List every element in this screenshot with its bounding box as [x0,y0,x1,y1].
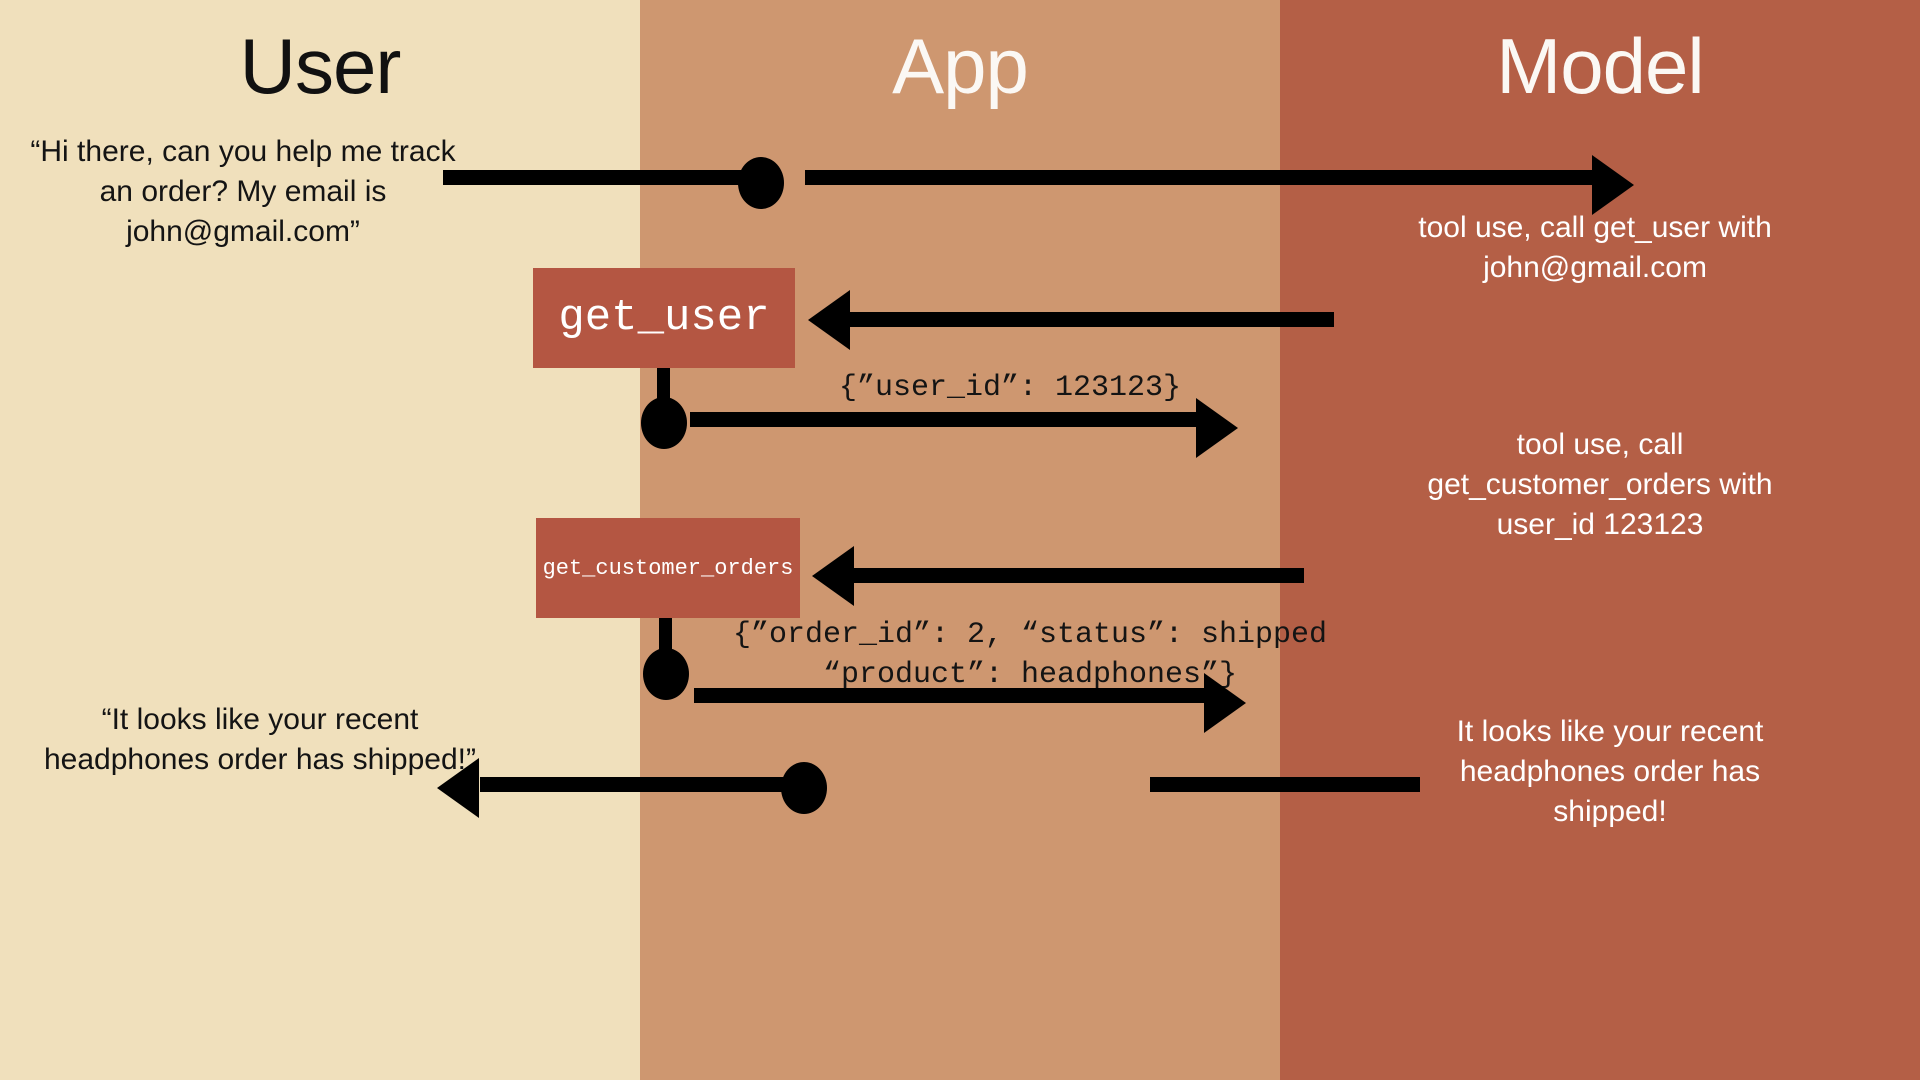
arrow-line-model-to-app-2 [852,568,1304,583]
lane-title-model: Model [1496,22,1704,110]
arrow-head-to-model-2 [1196,398,1238,458]
arrow-head-to-app-2 [812,546,854,606]
lane-title-app: App [892,22,1029,110]
lane-title-user: User [239,22,402,110]
app-node-dot-3 [643,648,689,700]
tool-box-get-user[interactable]: get_user [533,268,795,368]
message-model-reply: It looks like your recent headphones ord… [1456,715,1764,828]
arrow-line-app-to-model-2 [690,412,1200,427]
arrow-line-model-to-app-3 [1150,777,1420,792]
message-tool-result-2: {”order_id”: 2, “status”: shipped “produ… [732,618,1328,692]
message-tool-result-1: {”user_id”: 123123} [838,371,1182,405]
app-node-dot-1 [738,157,784,209]
tool-box-get-customer-orders[interactable]: get_customer_orders [536,518,800,618]
arrow-line-model-to-app-1 [848,312,1334,327]
message-model-tool-call-1: tool use, call get_user with john@gmail.… [1418,211,1772,284]
arrow-head-to-model-1 [1592,155,1634,215]
arrow-head-to-user [437,758,479,818]
arrow-line-user-to-app [443,170,743,185]
message-user-request: “Hi there, can you help me track an orde… [30,135,456,248]
arrow-head-to-app-1 [808,290,850,350]
arrow-head-to-model-3 [1204,673,1246,733]
arrow-line-app-to-user [480,777,790,792]
arrow-line-app-to-model [805,170,1595,185]
message-user-reply: “It looks like your recent headphones or… [44,703,476,776]
tool-box-get-user-label: get_user [558,293,770,343]
message-model-tool-call-2: tool use, call get_customer_orders with … [1427,428,1773,541]
app-node-dot-2 [641,397,687,449]
tool-box-get-customer-orders-label: get_customer_orders [542,555,794,581]
arrow-line-app-to-model-3 [694,688,1209,703]
